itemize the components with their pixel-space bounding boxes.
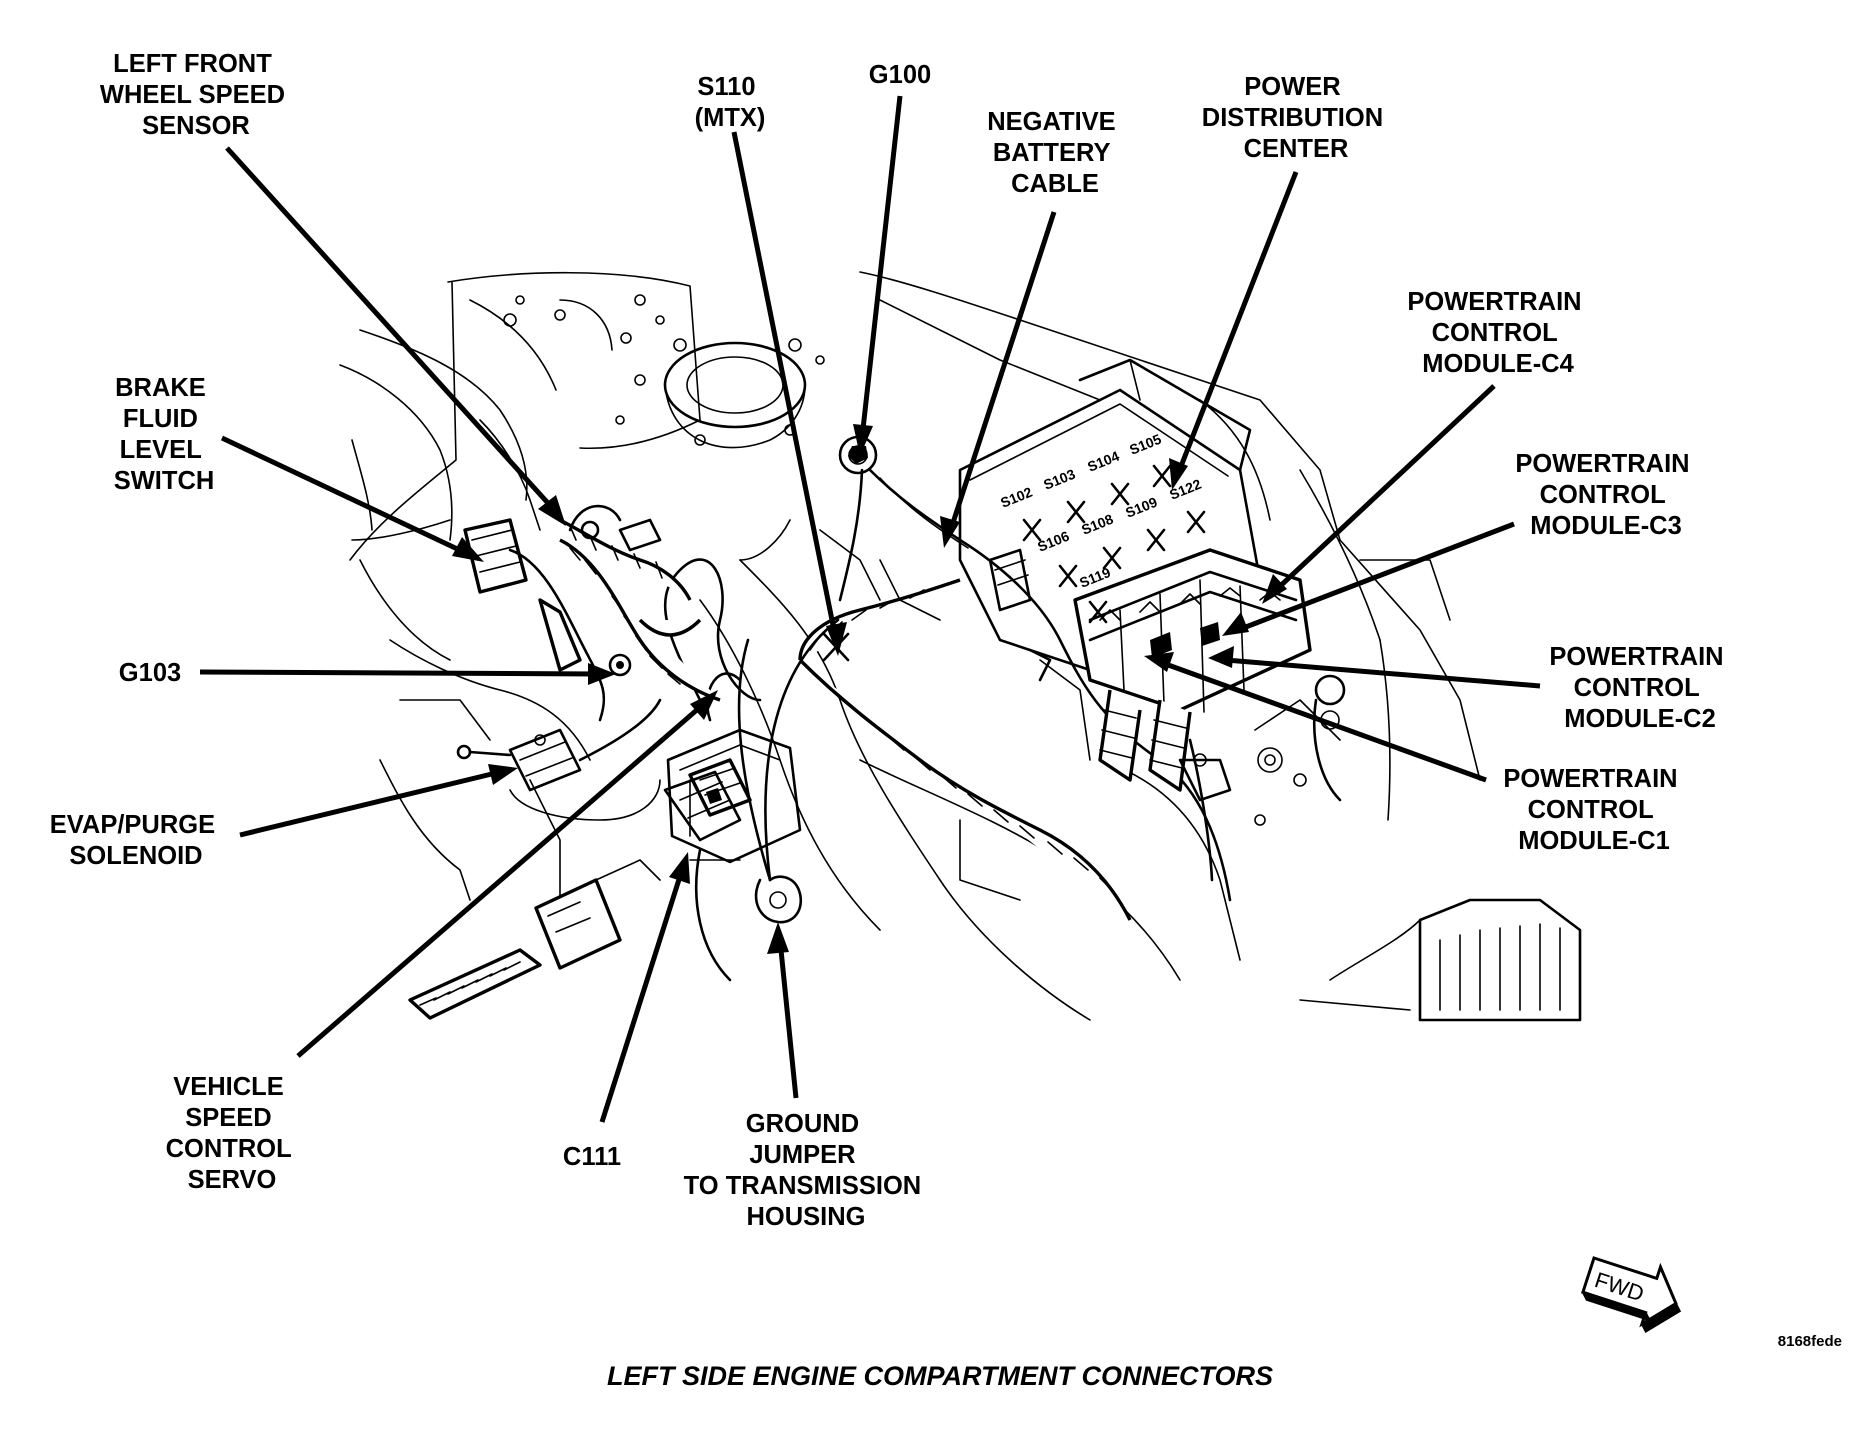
leader-vehicle-speed-control-servo [296,700,708,1058]
leader-g100 [859,95,903,439]
leader-negative-battery-cable [947,211,1057,533]
label-lf-wheel-speed-sensor: LEFT FRONT WHEEL SPEED SENSOR [100,50,292,140]
arrowhead-brake-fluid-level-switch [452,537,484,562]
arrowhead-pcm-c1 [1144,652,1174,672]
arrowhead-pcm-c2 [1208,646,1234,668]
label-g103: G103 [119,659,181,687]
arrowhead-pcm-c3 [1222,612,1249,636]
label-g100: G100 [869,61,931,89]
label-c111: C111 [563,1143,621,1171]
label-pcm-c2: POWERTRAIN CONTROL MODULE-C2 [1549,643,1730,733]
leader-g103 [199,669,599,677]
splice-label-s102: S102 [998,484,1035,511]
label-negative-battery-cable: NEGATIVE BATTERY CABLE [987,108,1123,198]
label-power-distribution-center: POWER DISTRIBUTION CENTER [1202,73,1390,163]
arrowhead-vehicle-speed-control-servo [690,690,718,720]
figure-caption: LEFT SIDE ENGINE COMPARTMENT CONNECTORS [607,1361,1273,1391]
splice-label-s106: S106 [1035,528,1072,555]
figure-id: 8168fede [1778,1333,1842,1350]
label-evap-purge-solenoid: EVAP/PURGE SOLENOID [50,811,222,870]
arrowhead-negative-battery-cable [940,516,960,548]
arrowhead-g100 [853,424,873,456]
arrowhead-g103 [588,663,616,685]
label-pcm-c4: POWERTRAIN CONTROL MODULE-C4 [1407,288,1588,378]
leader-pcm-c2 [1225,657,1541,689]
arrowhead-ground-jumper [767,922,789,954]
arrowhead-power-distribution-center [1169,458,1188,490]
label-vehicle-speed-control-servo: VEHICLE SPEED CONTROL SERVO [166,1073,299,1194]
splice-label-s109: S109 [1123,494,1160,521]
splice-label-s104: S104 [1085,448,1122,475]
label-pcm-c1: POWERTRAIN CONTROL MODULE-C1 [1503,765,1684,855]
leader-c111 [599,869,685,1123]
splice-label-s108: S108 [1079,511,1116,538]
arrowhead-pcm-c4 [1262,574,1287,604]
leader-pcm-c4 [1274,384,1496,592]
leader-pcm-c1 [1159,659,1487,783]
forward-direction-arrow-icon: FWD [1580,1256,1682,1334]
splice-label-s105: S105 [1127,431,1164,458]
leader-s110 [731,131,839,641]
leader-evap-purge-solenoid [239,769,501,838]
arrowhead-evap-purge-solenoid [488,764,518,785]
leader-power-distribution-center [1175,171,1299,475]
label-brake-fluid-level-switch: BRAKE FLUID LEVEL SWITCH [114,374,215,495]
arrowhead-c111 [669,852,690,884]
callout-labels: LEFT FRONT WHEEL SPEED SENSOR S110 (MTX)… [50,50,1730,1231]
engine-compartment-artwork [339,271,1582,1022]
arrowhead-lf-wheel-speed-sensor [538,495,566,526]
leader-pcm-c3 [1237,521,1515,633]
leader-ground-jumper [777,939,799,1099]
leader-lf-wheel-speed-sensor [225,146,558,514]
leader-lines [199,95,1541,1123]
label-pcm-c3: POWERTRAIN CONTROL MODULE-C3 [1515,450,1696,540]
label-ground-jumper: GROUND JUMPER TO TRANSMISSION HOUSING [684,1110,929,1231]
label-s110-mtx: S110 (MTX) [695,73,766,132]
leader-brake-fluid-level-switch [220,435,470,557]
arrowhead-s110 [826,622,847,656]
splice-label-s103: S103 [1041,466,1078,493]
